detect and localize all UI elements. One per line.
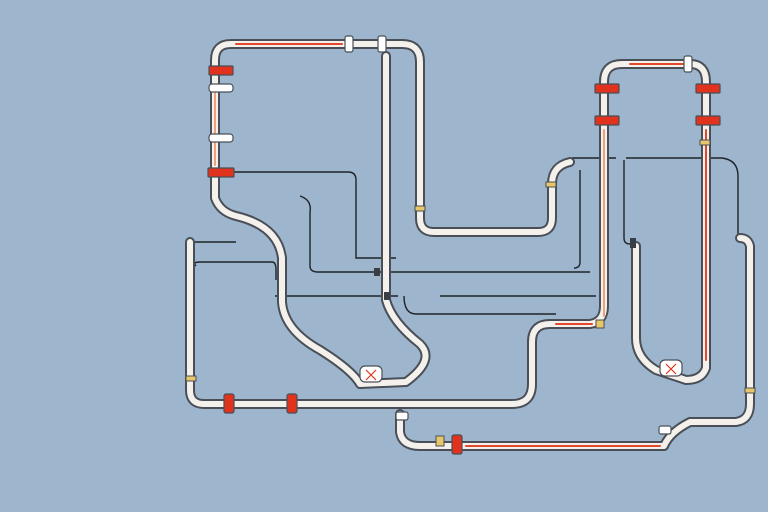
coupling xyxy=(659,359,683,377)
wire xyxy=(403,295,556,315)
joints xyxy=(374,238,636,300)
valve xyxy=(208,65,234,76)
brass-fittings xyxy=(185,139,756,447)
joint xyxy=(374,268,380,276)
wire xyxy=(299,195,590,273)
valve xyxy=(695,83,721,94)
fitting xyxy=(185,375,197,382)
red-valves xyxy=(207,65,721,455)
joint xyxy=(630,238,636,248)
coupling xyxy=(658,425,672,435)
fitting xyxy=(595,319,605,329)
wire xyxy=(623,160,631,245)
hot-stripes xyxy=(214,43,707,447)
fitting xyxy=(435,435,445,447)
valve xyxy=(594,83,620,94)
valve xyxy=(451,434,463,455)
fitting xyxy=(414,205,426,212)
coupling xyxy=(395,411,409,421)
cross-marks xyxy=(365,363,677,381)
wire xyxy=(626,157,739,236)
valve xyxy=(286,393,298,414)
coupling xyxy=(208,83,234,93)
coupling xyxy=(359,365,383,383)
couplings xyxy=(208,35,693,435)
coupling xyxy=(208,133,234,143)
fitting xyxy=(545,181,557,188)
valve xyxy=(594,115,620,126)
joint xyxy=(384,292,390,300)
coupling xyxy=(683,55,693,73)
wires xyxy=(188,157,739,315)
wire xyxy=(232,171,396,259)
fitting xyxy=(699,139,711,146)
valve xyxy=(207,167,235,178)
valve xyxy=(695,115,721,126)
valve xyxy=(223,393,235,414)
coupling xyxy=(344,35,354,53)
fitting xyxy=(744,387,756,394)
wire xyxy=(573,170,581,269)
coupling xyxy=(377,35,387,53)
